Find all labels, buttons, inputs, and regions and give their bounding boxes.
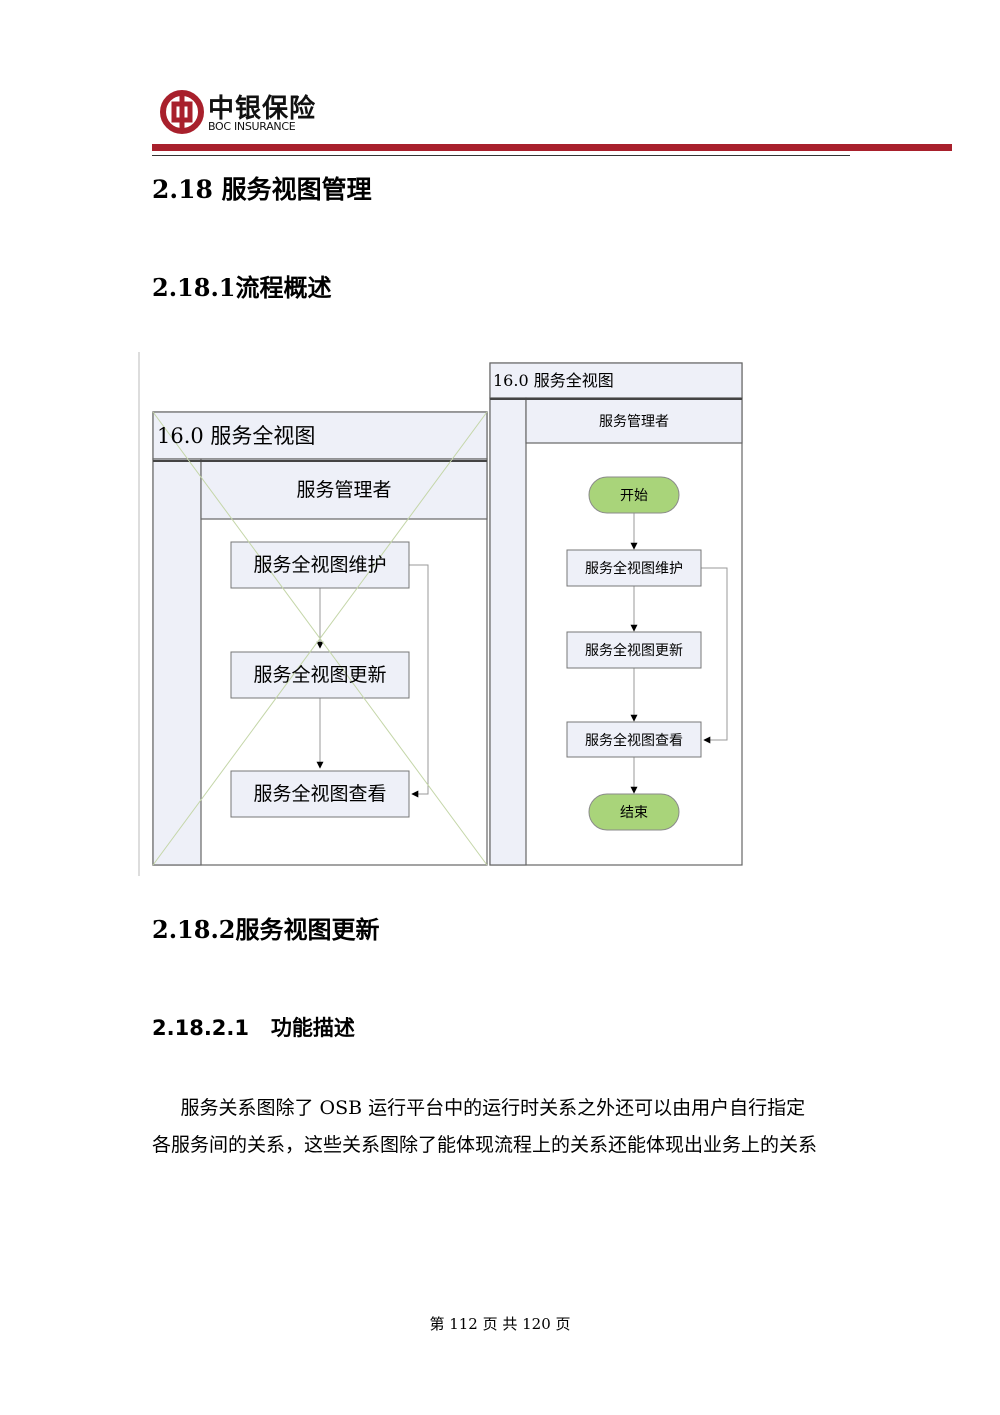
right-diagram: 16.0 服务全视图 服务管理者 开始 服务全视图维护 服务全视图更新 服务全视… — [489, 362, 743, 866]
right-step-maintain: 服务全视图维护 — [585, 560, 683, 577]
left-lane-label: 服务管理者 — [296, 479, 391, 501]
left-diagram: 16.0 服务全视图 服务管理者 服务全视图维护 服务全视图更新 服务全视图查看 — [152, 411, 488, 866]
logo-english-name: BOC INSURANCE — [208, 120, 296, 133]
section-heading: 2.18 服务视图管理 — [152, 175, 372, 204]
boc-logo-icon — [160, 90, 204, 134]
header-rule — [152, 155, 850, 156]
left-step-update: 服务全视图更新 — [253, 664, 386, 686]
left-step-view: 服务全视图查看 — [253, 783, 386, 805]
header-red-bar — [152, 144, 952, 151]
right-step-update: 服务全视图更新 — [585, 642, 683, 659]
paragraph-line-2: 各服务间的关系，这些关系图除了能体现流程上的关系还能体现出业务上的关系 — [152, 1134, 818, 1156]
left-diagram-title: 16.0 服务全视图 — [157, 424, 315, 448]
right-lane-label: 服务管理者 — [599, 414, 669, 430]
paragraph-text-1: 服务关系图除了 OSB 运行平台中的运行时关系之外还可以由用户自行指定 — [180, 1097, 806, 1119]
right-step-view: 服务全视图查看 — [585, 732, 683, 749]
left-step-maintain: 服务全视图维护 — [253, 554, 386, 576]
subsection-heading-update: 2.18.2服务视图更新 — [152, 915, 380, 944]
logo-chinese-name: 中银保险 — [208, 94, 317, 124]
subsection-heading-overview: 2.18.1流程概述 — [152, 273, 332, 302]
start-terminal: 开始 — [620, 488, 648, 504]
subsubsection-heading-function: 2.18.2.1 功能描述 — [152, 1016, 355, 1040]
right-diagram-title: 16.0 服务全视图 — [493, 371, 614, 390]
paragraph-line-1: 服务关系图除了 OSB 运行平台中的运行时关系之外还可以由用户自行指定 — [152, 1093, 852, 1120]
page-footer: 第 112 页 共 120 页 — [429, 1315, 571, 1333]
end-terminal: 结束 — [620, 805, 648, 821]
